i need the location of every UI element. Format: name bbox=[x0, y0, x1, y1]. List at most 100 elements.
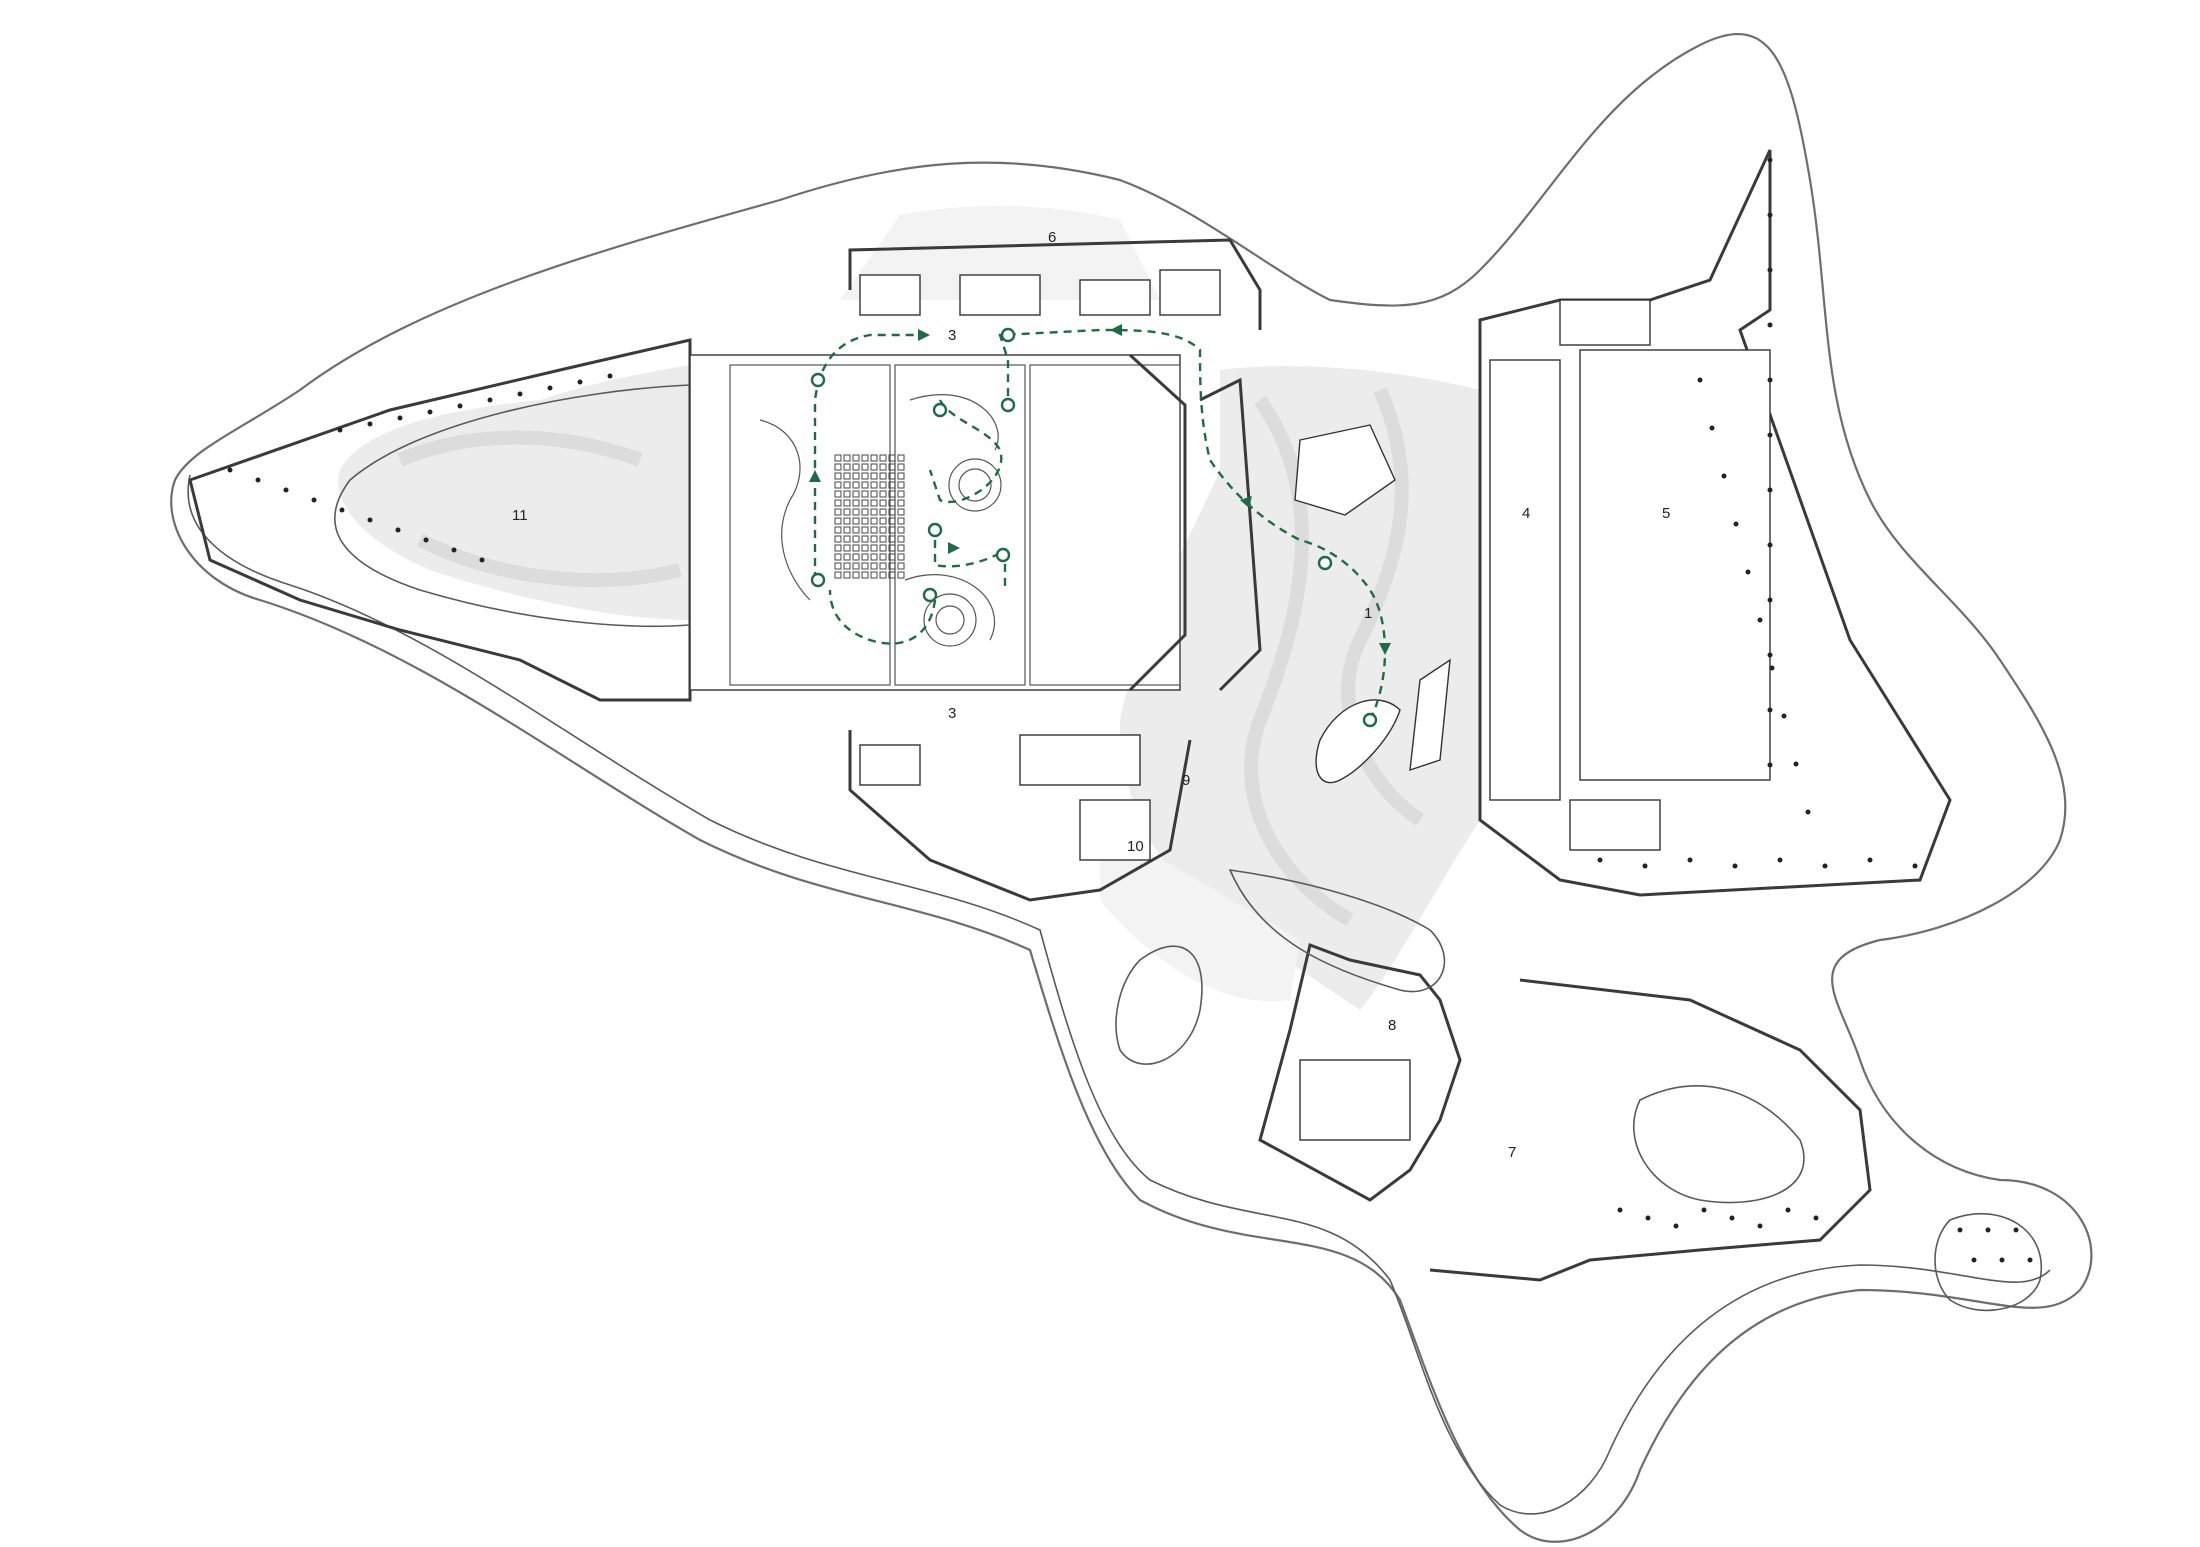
route-arrow bbox=[948, 542, 960, 554]
seat bbox=[870, 508, 878, 516]
seat bbox=[843, 535, 851, 543]
column bbox=[2027, 1257, 2033, 1263]
seat bbox=[870, 454, 878, 462]
stage-area bbox=[729, 364, 891, 686]
seat bbox=[879, 526, 887, 534]
route-node bbox=[995, 547, 1011, 563]
column bbox=[577, 379, 583, 385]
area-label-8: 8 bbox=[1388, 1017, 1396, 1034]
seat bbox=[870, 526, 878, 534]
seat bbox=[834, 535, 842, 543]
north-rooms bbox=[848, 238, 1262, 330]
exhibit-spiral bbox=[958, 468, 992, 502]
seat bbox=[870, 463, 878, 471]
route-arrow bbox=[1240, 496, 1252, 508]
seat bbox=[888, 472, 896, 480]
area-label-3-top: 3 bbox=[948, 327, 956, 344]
seat bbox=[888, 562, 896, 570]
north-room bbox=[859, 274, 921, 316]
column bbox=[1767, 432, 1773, 438]
seat bbox=[888, 499, 896, 507]
seat bbox=[861, 481, 869, 489]
route-arrow bbox=[1110, 324, 1122, 336]
seat bbox=[852, 526, 860, 534]
structural-columns bbox=[227, 157, 2033, 1263]
hall-11-swirl bbox=[416, 533, 682, 587]
seat bbox=[861, 508, 869, 516]
area-label-7: 7 bbox=[1508, 1144, 1516, 1161]
seat bbox=[843, 454, 851, 462]
seat bbox=[897, 526, 905, 534]
seat bbox=[843, 481, 851, 489]
column bbox=[227, 467, 233, 473]
seat bbox=[852, 508, 860, 516]
column bbox=[1729, 1215, 1735, 1221]
seat bbox=[861, 571, 869, 579]
exhibit-area bbox=[894, 364, 1026, 686]
lobby-shaded-area bbox=[1120, 366, 1480, 1010]
seat bbox=[879, 454, 887, 462]
seat bbox=[861, 562, 869, 570]
column bbox=[1745, 569, 1751, 575]
area-label-3-bottom: 3 bbox=[948, 705, 956, 722]
seat bbox=[852, 517, 860, 525]
hall-11-swirl bbox=[397, 430, 643, 467]
route-node bbox=[1000, 397, 1016, 413]
seat bbox=[852, 472, 860, 480]
column bbox=[311, 497, 317, 503]
seat bbox=[897, 544, 905, 552]
seat bbox=[897, 454, 905, 462]
seat bbox=[861, 553, 869, 561]
seat bbox=[879, 463, 887, 471]
column bbox=[1822, 863, 1828, 869]
exhibit-spiral bbox=[935, 605, 965, 635]
route-node bbox=[922, 587, 938, 603]
lobby-sculpture bbox=[1315, 699, 1401, 784]
hall-11-outer-wall bbox=[188, 338, 692, 702]
seat bbox=[888, 490, 896, 498]
route-arrow bbox=[1379, 643, 1391, 655]
seat bbox=[852, 463, 860, 471]
area-8-block bbox=[1258, 942, 1462, 1202]
seat bbox=[879, 544, 887, 552]
seat bbox=[861, 472, 869, 480]
seat bbox=[888, 571, 896, 579]
column bbox=[397, 415, 403, 421]
column bbox=[1767, 267, 1773, 273]
seat bbox=[861, 490, 869, 498]
route-arrow bbox=[809, 470, 821, 482]
route-path bbox=[998, 328, 1387, 721]
seat bbox=[879, 553, 887, 561]
column bbox=[479, 557, 485, 563]
seat bbox=[870, 544, 878, 552]
seat bbox=[861, 454, 869, 462]
column bbox=[1767, 322, 1773, 328]
east-service-room bbox=[1569, 799, 1661, 851]
column bbox=[1721, 473, 1727, 479]
south-tip-pod bbox=[1934, 1212, 2043, 1312]
column bbox=[1767, 487, 1773, 493]
column bbox=[1767, 377, 1773, 383]
column bbox=[1785, 1207, 1791, 1213]
area-8-room bbox=[1299, 1059, 1411, 1141]
north-room bbox=[959, 274, 1041, 316]
column bbox=[339, 507, 345, 513]
seat bbox=[861, 526, 869, 534]
route-node bbox=[810, 572, 826, 588]
route-node bbox=[1000, 327, 1016, 343]
seat bbox=[834, 499, 842, 507]
area-7-island bbox=[1632, 1085, 1805, 1204]
seat bbox=[879, 571, 887, 579]
seat bbox=[888, 553, 896, 561]
seat bbox=[870, 535, 878, 543]
column bbox=[517, 391, 523, 397]
seat bbox=[870, 571, 878, 579]
exhibit-curve bbox=[909, 394, 999, 451]
column bbox=[1985, 1227, 1991, 1233]
seat bbox=[879, 490, 887, 498]
seat bbox=[861, 517, 869, 525]
seat bbox=[888, 481, 896, 489]
lobby-swirl bbox=[1341, 387, 1424, 826]
seat bbox=[870, 499, 878, 507]
route-node bbox=[927, 522, 943, 538]
